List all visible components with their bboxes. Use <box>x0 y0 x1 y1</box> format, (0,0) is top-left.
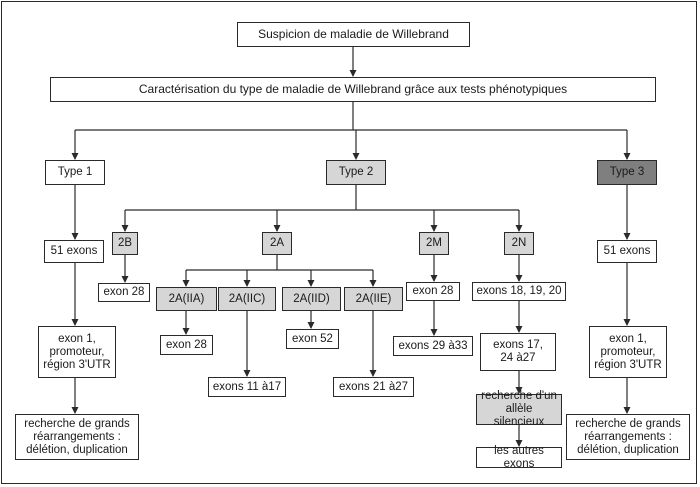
type-2a-iid-box: 2A(IID) <box>282 287 341 311</box>
type-2m-box: 2M <box>419 232 449 255</box>
type-2a-iie-box: 2A(IIE) <box>344 287 403 311</box>
type-2m-exons-box: exons 29 à33 <box>393 336 473 356</box>
type-2a-iie-exons-box: exons 21 à27 <box>333 377 414 397</box>
type2-box: Type 2 <box>326 160 386 185</box>
type-2m-exon-box: exon 28 <box>406 282 460 301</box>
type3-rearrangements-box: recherche de grands réarrangements : dél… <box>566 414 690 460</box>
type3-box: Type 3 <box>597 160 657 185</box>
type-2a-iic-box: 2A(IIC) <box>218 287 276 311</box>
suspicion-box: Suspicion de maladie de Willebrand <box>237 22 470 47</box>
type-2n-other-exons-box: les autres exons <box>476 445 562 470</box>
type-2n-exons-box: exons 18, 19, 20 <box>472 282 566 301</box>
type-2n-exons2-box: exons 17, 24 à27 <box>480 333 556 371</box>
type3-exons-box: 51 exons <box>597 240 657 263</box>
characterisation-box: Caractérisation du type de maladie de Wi… <box>50 77 656 102</box>
type-2a-box: 2A <box>262 232 292 255</box>
type-2a-iia-exon-box: exon 28 <box>160 335 213 355</box>
type1-exons-box: 51 exons <box>44 240 104 263</box>
type-2b-exon-box: exon 28 <box>98 283 150 302</box>
type3-promoter-box: exon 1, promoteur, région 3'UTR <box>589 326 667 378</box>
type1-promoter-box: exon 1, promoteur, région 3'UTR <box>38 326 116 378</box>
type-2n-box: 2N <box>504 232 534 255</box>
type-2a-iid-exon-box: exon 52 <box>286 329 339 349</box>
type-2b-box: 2B <box>112 232 138 255</box>
type-2a-iia-box: 2A(IIA) <box>156 287 217 311</box>
type1-rearrangements-box: recherche de grands réarrangements : dél… <box>15 414 139 460</box>
type1-box: Type 1 <box>45 160 105 185</box>
type-2a-iic-exons-box: exons 11 à17 <box>208 377 286 397</box>
type-2n-silent-allele-box: recherche d'un allèle silencieux <box>476 390 562 428</box>
